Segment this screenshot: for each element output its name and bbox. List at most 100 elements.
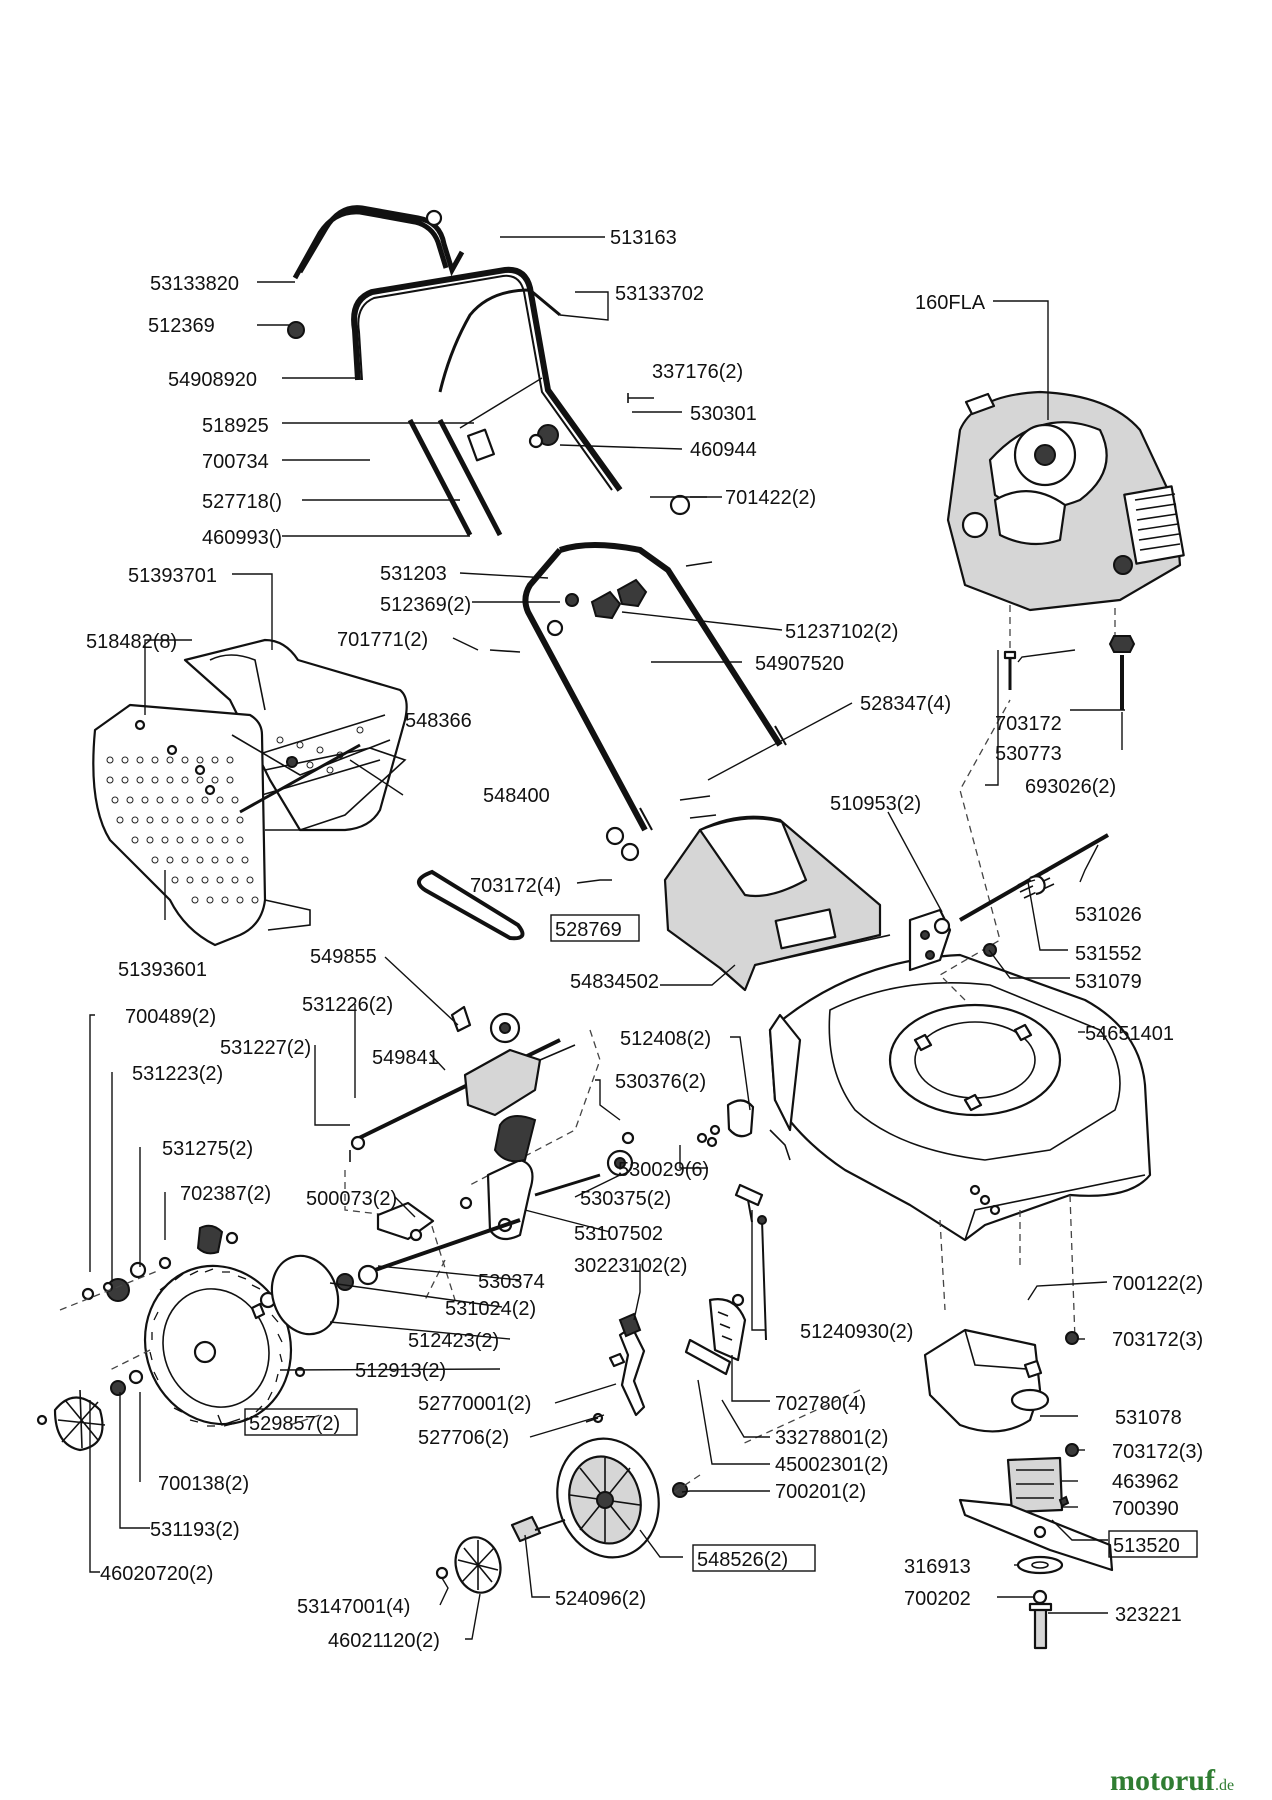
- height-adjuster-group: [585, 1099, 767, 1424]
- label-530375: 530375(2): [580, 1188, 671, 1210]
- label-530301: 530301: [690, 403, 757, 425]
- label-531275: 531275(2): [162, 1138, 253, 1160]
- label-700390: 700390: [1112, 1498, 1179, 1520]
- label-510953: 510953(2): [830, 793, 921, 815]
- label-53147001: 53147001(4): [297, 1596, 410, 1618]
- label-513163: 513163: [610, 227, 677, 249]
- label-323221: 323221: [1115, 1604, 1182, 1626]
- catcher-frame-part: [183, 638, 408, 832]
- label-512408: 512408(2): [620, 1028, 711, 1050]
- front-axle-part: [374, 1218, 521, 1272]
- label-531223: 531223(2): [132, 1063, 223, 1085]
- svg-text:motoruf.de: motoruf.de: [1110, 1764, 1234, 1797]
- label-530029: 530029(6): [618, 1159, 709, 1181]
- front-wheel-group: [435, 1389, 861, 1594]
- blade-adapter-part: [1006, 1456, 1064, 1514]
- watermark: motoruf.de: [1110, 1764, 1234, 1797]
- label-531203: 531203: [380, 563, 447, 585]
- engine-group: [946, 390, 1185, 710]
- bag-mesh-pattern: [106, 726, 364, 904]
- label-700489: 700489(2): [125, 1006, 216, 1028]
- label-527718: 527718(): [202, 491, 282, 513]
- label-700138: 700138(2): [158, 1473, 249, 1495]
- deck-group: [768, 699, 1152, 1341]
- label-549855: 549855: [310, 946, 377, 968]
- label-54834502: 54834502: [570, 971, 659, 993]
- label-549841: 549841: [372, 1047, 439, 1069]
- label-700122: 700122(2): [1112, 1273, 1203, 1295]
- label-527706: 527706(2): [418, 1427, 509, 1449]
- label-530374: 530374: [478, 1271, 545, 1293]
- label-531026: 531026: [1075, 904, 1142, 926]
- label-460993: 460993(): [202, 527, 282, 549]
- label-528347: 528347(4): [860, 693, 951, 715]
- label-531024: 531024(2): [445, 1298, 536, 1320]
- label-531227: 531227(2): [220, 1037, 311, 1059]
- label-703172-3b: 703172(3): [1112, 1441, 1203, 1463]
- label-460944: 460944: [690, 439, 757, 461]
- label-531079: 531079: [1075, 971, 1142, 993]
- label-45002301: 45002301(2): [775, 1454, 888, 1476]
- label-518482: 518482(8): [86, 631, 177, 653]
- label-548400: 548400: [483, 785, 550, 807]
- label-30223102: 30223102(2): [574, 1255, 687, 1277]
- label-524096: 524096(2): [555, 1588, 646, 1610]
- handle-knob-right: [616, 578, 648, 608]
- label-51240930: 51240930(2): [800, 1321, 913, 1343]
- lower-handle-group: [489, 542, 787, 862]
- belt-part: [416, 869, 525, 941]
- cable-part: [438, 288, 561, 393]
- adjuster-lever-part: [618, 1325, 646, 1417]
- label-46020720: 46020720(2): [100, 1563, 213, 1585]
- label-512369-2: 512369(2): [380, 594, 471, 616]
- label-700201: 700201(2): [775, 1481, 866, 1503]
- label-51237102: 51237102(2): [785, 621, 898, 643]
- watermark-text-1: motoruf: [1110, 1764, 1216, 1797]
- label-703172-3a: 703172(3): [1112, 1329, 1203, 1351]
- label-530376: 530376(2): [615, 1071, 706, 1093]
- wheel-bolt-part: [510, 1515, 542, 1543]
- label-337176: 337176(2): [652, 361, 743, 383]
- bail-bar-part: [292, 205, 465, 280]
- watermark-domain: .de: [1215, 1777, 1234, 1794]
- box-529857: 529857(2): [244, 1408, 358, 1436]
- label-530773: 530773: [995, 743, 1062, 765]
- label-513520: 513520: [1113, 1535, 1180, 1557]
- label-53133820: 53133820: [150, 273, 239, 295]
- label-531078: 531078: [1115, 1407, 1182, 1429]
- rear-flap-group: [663, 815, 891, 992]
- label-548526: 548526(2): [697, 1549, 788, 1571]
- blade-group: [923, 1328, 1114, 1650]
- label-512369: 512369: [148, 315, 215, 337]
- label-548366: 548366: [405, 710, 472, 732]
- catcher-bag-part: [92, 703, 267, 947]
- label-51393701: 51393701: [128, 565, 217, 587]
- label-53107502: 53107502: [574, 1223, 663, 1245]
- label-531552: 531552: [1075, 943, 1142, 965]
- label-52770001: 52770001(2): [418, 1393, 531, 1415]
- label-700734: 700734: [202, 451, 269, 473]
- washer-part: [1016, 1555, 1064, 1575]
- label-54908920: 54908920: [168, 369, 257, 391]
- catcher-rod-part: [239, 743, 361, 814]
- label-512913: 512913(2): [355, 1360, 446, 1382]
- label-529857: 529857(2): [249, 1413, 340, 1435]
- label-463962: 463962: [1112, 1471, 1179, 1493]
- label-512423: 512423(2): [408, 1330, 499, 1352]
- rear-wheel-group: [36, 1224, 354, 1452]
- rear-axle-group: [933, 833, 1109, 957]
- label-33278801: 33278801(2): [775, 1427, 888, 1449]
- blade-bolt-part: [1033, 1606, 1048, 1650]
- label-531193: 531193(2): [150, 1519, 240, 1541]
- part-labels: 513163 53133820 53133702 160FLA 512369 5…: [86, 227, 1203, 1652]
- label-46021120: 46021120(2): [328, 1630, 440, 1652]
- handle-knob-left: [590, 590, 622, 620]
- label-702780: 702780(4): [775, 1393, 866, 1415]
- leader-lines: [89, 236, 1125, 1640]
- box-548526: 548526(2): [692, 1544, 816, 1572]
- label-54907520: 54907520: [755, 653, 844, 675]
- upper-handle-part: [351, 266, 623, 492]
- label-316913: 316913: [904, 1556, 971, 1578]
- label-528769: 528769: [555, 919, 622, 941]
